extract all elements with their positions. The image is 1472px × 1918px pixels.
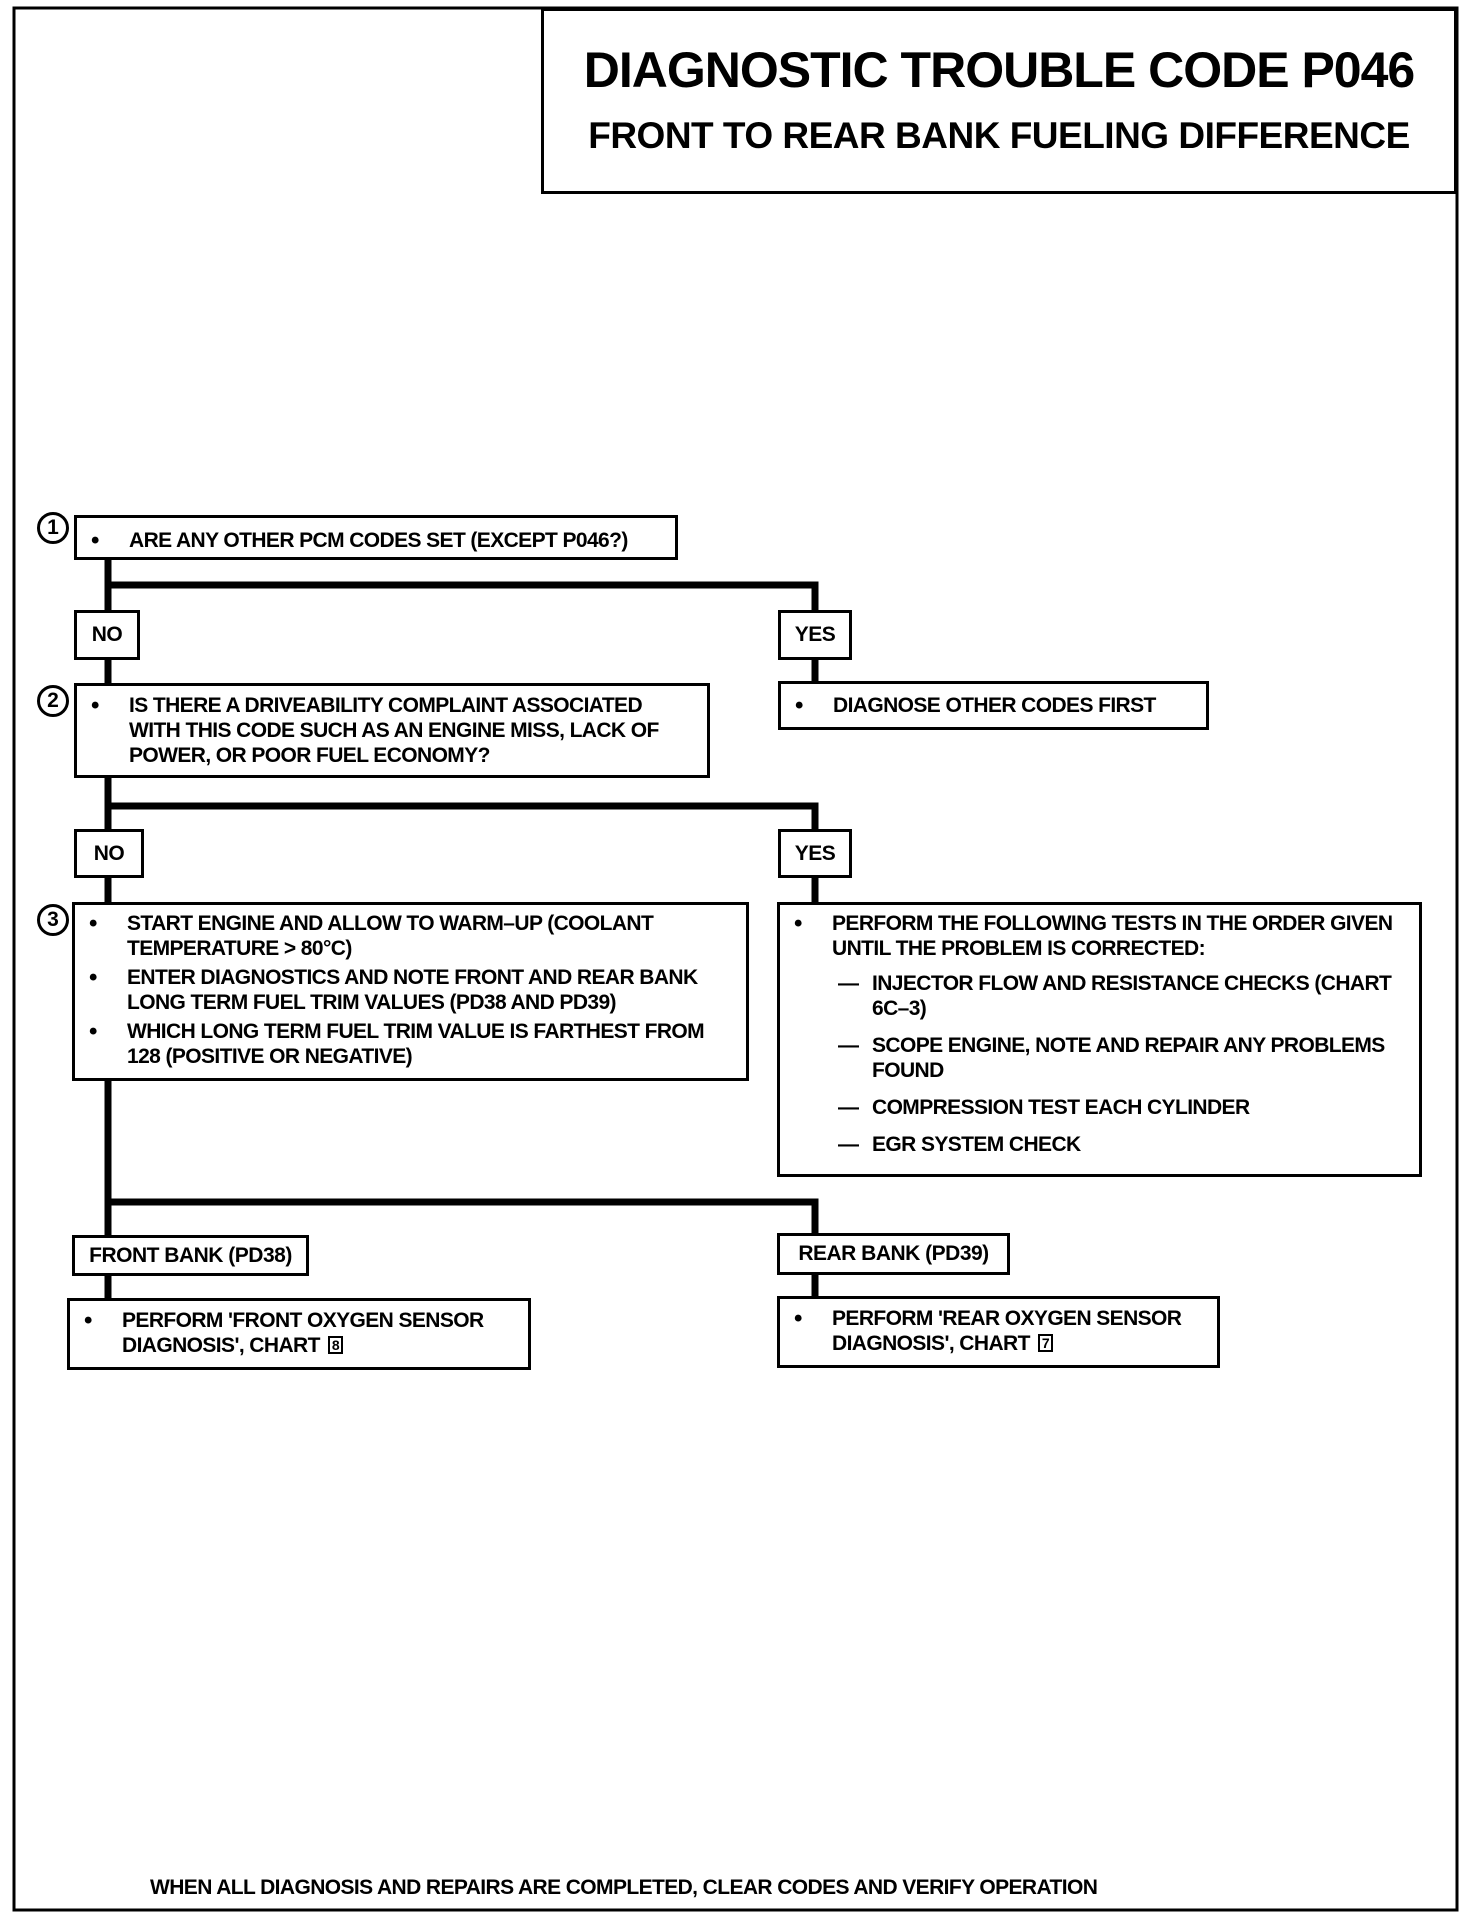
footer-note: WHEN ALL DIAGNOSIS AND REPAIRS ARE COMPL… — [150, 1876, 1098, 1899]
step-number-2: 2 — [37, 685, 69, 717]
test-list: INJECTOR FLOW AND RESISTANCE CHECKS (CHA… — [780, 971, 1399, 1157]
yes-label-1: YES — [778, 610, 852, 660]
no-label-2: NO — [74, 829, 144, 878]
rear-o2-action-item: PERFORM 'REAR OXYGEN SENSOR DIAGNOSIS', … — [780, 1306, 1207, 1356]
front-o2-action-item: PERFORM 'FRONT OXYGEN SENSOR DIAGNOSIS',… — [70, 1308, 518, 1358]
step3-item-diagnostics: ENTER DIAGNOSTICS AND NOTE FRONT AND REA… — [75, 965, 736, 1015]
step2-item: IS THERE A DRIVEABILITY COMPLAINT ASSOCI… — [77, 693, 687, 768]
test-egr: EGR SYSTEM CHECK — [780, 1132, 1399, 1157]
test-scope-engine: SCOPE ENGINE, NOTE AND REPAIR ANY PROBLE… — [780, 1033, 1399, 1083]
step3-item-warmup: START ENGINE AND ALLOW TO WARM–UP (COOLA… — [75, 911, 736, 961]
rear-o2-action-box: PERFORM 'REAR OXYGEN SENSOR DIAGNOSIS', … — [777, 1296, 1220, 1368]
no-label-1: NO — [74, 610, 140, 660]
page-subtitle: FRONT TO REAR BANK FUELING DIFFERENCE — [588, 115, 1410, 156]
step-number-3: 3 — [37, 904, 69, 936]
rear-o2-action-text: PERFORM 'REAR OXYGEN SENSOR DIAGNOSIS', … — [832, 1307, 1182, 1355]
step-number-1: 1 — [37, 512, 69, 544]
step3-instructions-box: START ENGINE AND ALLOW TO WARM–UP (COOLA… — [72, 902, 749, 1081]
step1-item: ARE ANY OTHER PCM CODES SET (EXCEPT P046… — [77, 528, 669, 553]
front-o2-action-box: PERFORM 'FRONT OXYGEN SENSOR DIAGNOSIS',… — [67, 1298, 531, 1370]
step1-question-box: ARE ANY OTHER PCM CODES SET (EXCEPT P046… — [74, 515, 678, 560]
front-bank-label: FRONT BANK (PD38) — [72, 1235, 309, 1276]
page-title: DIAGNOSTIC TROUBLE CODE P046 — [583, 42, 1415, 98]
test-compression: COMPRESSION TEST EACH CYLINDER — [780, 1095, 1399, 1120]
perform-tests-box: PERFORM THE FOLLOWING TESTS IN THE ORDER… — [777, 902, 1422, 1177]
yes-label-2: YES — [778, 829, 852, 878]
diagnose-other-codes-box: DIAGNOSE OTHER CODES FIRST — [778, 681, 1209, 730]
rear-o2-chart-ref: 7 — [1037, 1334, 1053, 1352]
step2-question-box: IS THERE A DRIVEABILITY COMPLAINT ASSOCI… — [74, 683, 710, 778]
perform-tests-intro: PERFORM THE FOLLOWING TESTS IN THE ORDER… — [780, 911, 1399, 961]
rear-bank-label: REAR BANK (PD39) — [777, 1233, 1010, 1275]
front-o2-chart-ref: 8 — [327, 1336, 343, 1354]
diagnose-other-codes-text: DIAGNOSE OTHER CODES FIRST — [781, 693, 1200, 718]
front-o2-action-text: PERFORM 'FRONT OXYGEN SENSOR DIAGNOSIS',… — [122, 1309, 484, 1357]
step3-item-fuel-trim: WHICH LONG TERM FUEL TRIM VALUE IS FARTH… — [75, 1019, 736, 1069]
test-injector-flow: INJECTOR FLOW AND RESISTANCE CHECKS (CHA… — [780, 971, 1399, 1021]
title-box: DIAGNOSTIC TROUBLE CODE P046 FRONT TO RE… — [541, 8, 1457, 194]
